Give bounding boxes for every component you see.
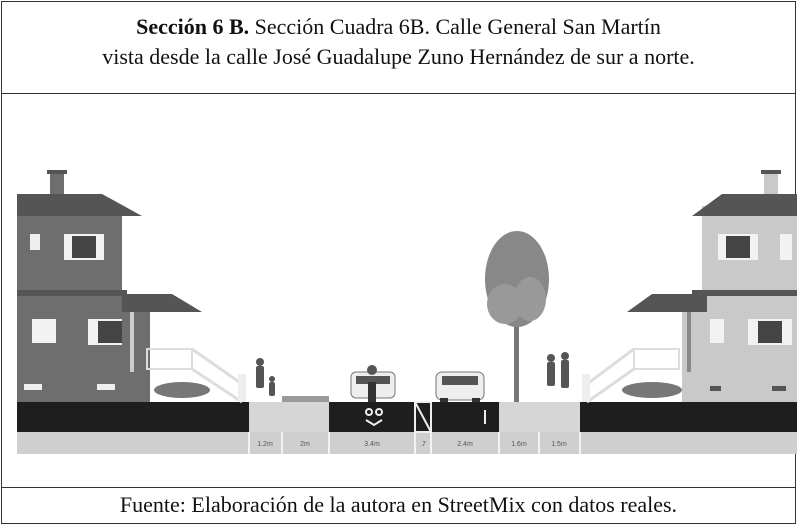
left-pedestrians xyxy=(256,358,275,396)
right-pedestrians xyxy=(547,352,569,388)
tree xyxy=(485,231,549,402)
caption-title-rest: Sección Cuadra 6B. Calle General San Mar… xyxy=(249,14,661,39)
caption-header: Sección 6 B. Sección Cuadra 6B. Calle Ge… xyxy=(2,2,795,94)
bike-lane-symbol-icon xyxy=(365,408,383,427)
right-sidewalk xyxy=(499,402,580,432)
car xyxy=(435,371,485,402)
segment-label-2: 2m xyxy=(300,441,310,448)
left-lot-base xyxy=(17,402,249,432)
segment-label-3: 3.4m xyxy=(364,441,380,448)
left-house xyxy=(17,170,246,404)
left-sidewalk xyxy=(249,402,329,432)
segment-label-1: 1.2m xyxy=(257,441,273,448)
left-planter xyxy=(282,396,329,402)
caption-line2: vista desde la calle José Guadalupe Zuno… xyxy=(102,44,695,69)
ground-strip xyxy=(17,432,797,454)
right-house xyxy=(582,170,797,404)
segment-label-4: .7 xyxy=(420,441,426,448)
segment-dividers xyxy=(248,432,581,454)
caption-title: Sección 6 B. Sección Cuadra 6B. Calle Ge… xyxy=(2,12,795,42)
bike-vehicle xyxy=(350,365,396,402)
street-section-illustration: 1.2m 2m 3.4m .7 2.4m 1.6m 1.5m xyxy=(2,94,797,489)
street-section-svg: 1.2m 2m 3.4m .7 2.4m 1.6m 1.5m xyxy=(17,170,797,454)
segment-label-5: 2.4m xyxy=(457,441,473,448)
buffer-hatch xyxy=(414,401,432,433)
source-note: Fuente: Elaboración de la autora en Stre… xyxy=(2,487,795,523)
right-lot-base xyxy=(580,402,797,432)
segment-label-7: 1.5m xyxy=(551,441,567,448)
caption-title-bold: Sección 6 B. xyxy=(136,14,250,39)
segment-label-6: 1.6m xyxy=(511,441,527,448)
